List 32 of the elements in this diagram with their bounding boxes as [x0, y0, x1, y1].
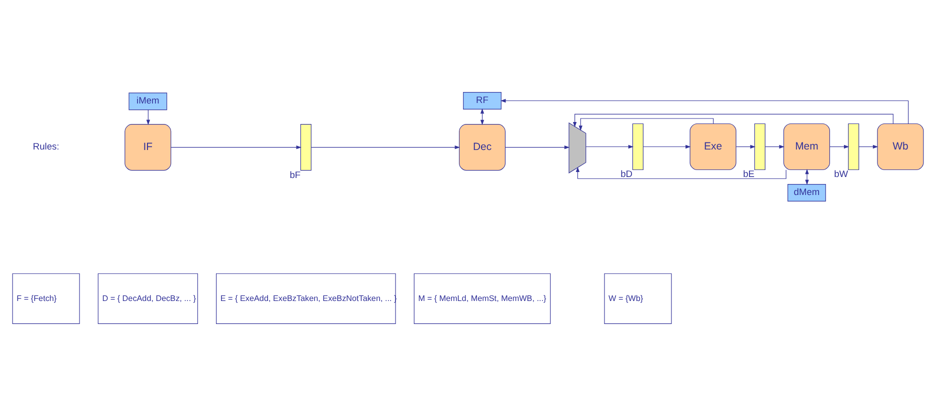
node-box	[848, 123, 859, 170]
arrow	[764, 144, 784, 149]
arrow	[858, 144, 878, 149]
arrow	[829, 144, 849, 149]
arrow	[310, 146, 460, 150]
node-box: Mem	[782, 123, 830, 170]
arrow	[585, 144, 634, 149]
arrow	[642, 144, 690, 149]
node-box	[754, 123, 765, 170]
node-box	[300, 124, 311, 171]
node-box: iMem	[128, 92, 167, 110]
node-box	[632, 123, 643, 170]
arrow	[170, 146, 301, 150]
arrow	[572, 114, 893, 128]
node-box: RF	[462, 92, 501, 110]
arrow	[146, 110, 150, 126]
node-label: bD	[620, 169, 632, 180]
label: Rules:	[32, 142, 59, 152]
node-label: bW	[834, 169, 848, 180]
arrow	[575, 166, 786, 179]
arrow	[578, 118, 714, 131]
node-label: bF	[289, 170, 300, 180]
node-label: bE	[742, 169, 754, 180]
arrow	[504, 146, 570, 150]
node-box: Exe	[689, 123, 736, 170]
arrow	[500, 98, 908, 124]
node-box: IF	[124, 124, 171, 171]
arrow	[804, 168, 808, 185]
node-box: Dec	[458, 124, 506, 171]
arrow	[735, 144, 755, 149]
node-box: Wb	[876, 123, 924, 170]
node-box: dMem	[787, 184, 826, 202]
